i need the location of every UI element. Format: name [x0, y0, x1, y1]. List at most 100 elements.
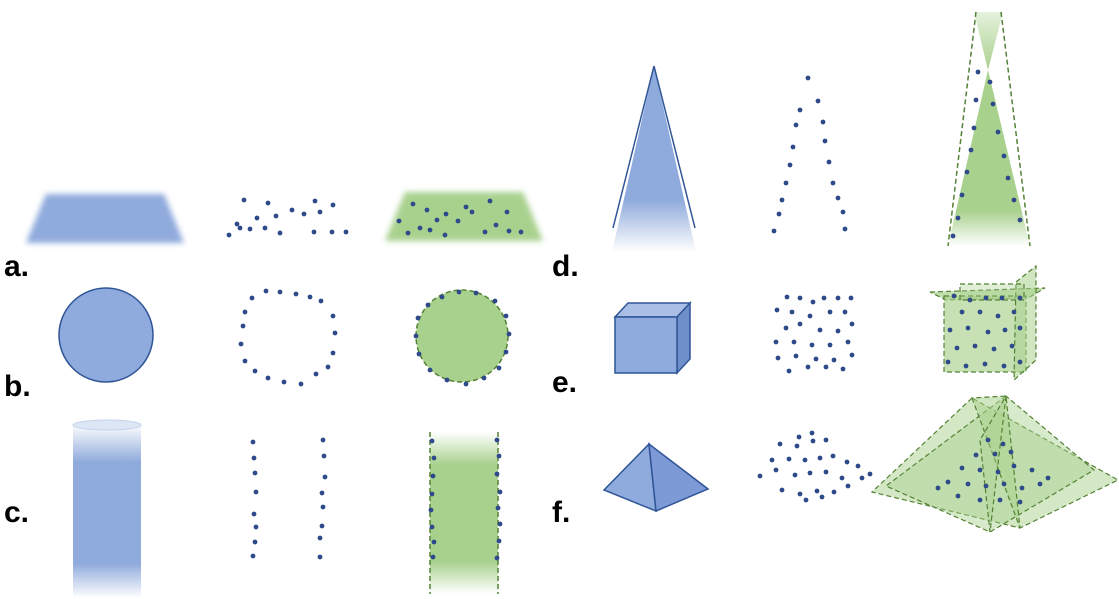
sample-point [442, 232, 448, 238]
sample-point [506, 228, 512, 234]
sample-point [1017, 217, 1023, 223]
sample-point [1029, 467, 1035, 473]
sample-point [311, 229, 317, 235]
sample-point [343, 229, 349, 235]
panel-d-fit [947, 11, 1031, 247]
sample-point [821, 295, 827, 301]
sample-point [493, 222, 499, 228]
sample-point [429, 524, 435, 530]
sample-point [439, 294, 445, 300]
sample-point [999, 295, 1005, 301]
sample-point [965, 325, 971, 331]
sample-point [983, 483, 989, 489]
sample-point [867, 471, 873, 477]
panel-d-fit-points [950, 69, 1023, 239]
sample-point [977, 497, 983, 503]
sample-point [262, 225, 268, 231]
panel-a-fit [385, 192, 543, 241]
sample-point [987, 79, 993, 85]
sample-point [972, 343, 978, 349]
sample-point [771, 228, 777, 234]
sample-point [814, 488, 820, 494]
sample-point [277, 230, 283, 236]
sample-point [955, 215, 961, 221]
sample-point [794, 443, 800, 449]
sample-point [425, 302, 431, 308]
sample-point [831, 489, 837, 495]
sample-point [789, 309, 795, 315]
sample-point [973, 97, 979, 103]
sample-point [826, 159, 832, 165]
sample-point [815, 98, 821, 104]
sample-point [431, 539, 437, 545]
sample-point [807, 470, 813, 476]
panel-b-shape [58, 287, 154, 383]
sample-point [249, 295, 255, 301]
sample-point [997, 497, 1003, 503]
sample-point [945, 479, 951, 485]
sample-point [779, 197, 785, 203]
sample-point [431, 455, 437, 461]
sample-point [506, 331, 512, 337]
sample-point [1017, 295, 1023, 301]
sample-point [487, 198, 493, 204]
sample-point [779, 487, 785, 493]
panel-d-points [771, 75, 848, 234]
sample-point [820, 119, 826, 125]
sample-point [995, 129, 1001, 135]
panel-c-points [250, 437, 328, 560]
panel-c-fit-points [428, 437, 503, 561]
sample-point [456, 289, 462, 295]
sample-point [251, 455, 257, 461]
sample-point [985, 437, 991, 443]
sample-point [787, 162, 793, 168]
sample-point [313, 371, 319, 377]
sample-point [990, 101, 996, 107]
sample-point [1001, 481, 1007, 487]
sample-point [835, 295, 841, 301]
sample-point [496, 538, 502, 544]
sample-point [494, 555, 500, 561]
sample-point [329, 229, 335, 235]
sample-point [289, 207, 295, 213]
sample-point [817, 455, 823, 461]
sample-point [1037, 481, 1043, 487]
sample-point [253, 489, 259, 495]
panel-b-fit-points [413, 289, 512, 387]
sample-point [254, 215, 260, 221]
sample-point [237, 225, 243, 231]
label-b: b. [4, 370, 31, 403]
sample-point [415, 315, 421, 321]
sample-point [830, 453, 836, 459]
sample-point [827, 309, 833, 315]
sample-point [518, 229, 524, 235]
sample-point [226, 232, 232, 238]
sample-point [1011, 197, 1017, 203]
sample-point [427, 367, 433, 373]
sample-point [1008, 449, 1014, 455]
sample-point [250, 553, 256, 559]
sample-point [769, 457, 775, 463]
sample-point [241, 197, 247, 203]
sample-point [809, 342, 815, 348]
sample-point [991, 346, 997, 352]
sample-point [995, 313, 1001, 319]
sample-point [497, 521, 503, 527]
sample-point [797, 107, 803, 113]
sample-point [849, 321, 855, 327]
sample-point [786, 368, 792, 374]
sample-point [792, 472, 798, 478]
panel-e-fit [929, 264, 1046, 382]
sample-point [504, 209, 510, 215]
sample-point [494, 471, 500, 477]
sample-point [482, 229, 488, 235]
sample-point [827, 342, 833, 348]
sample-point [242, 358, 248, 364]
sample-point [307, 294, 313, 300]
sample-point [813, 356, 819, 362]
sample-point [803, 497, 809, 503]
sample-point [234, 221, 240, 227]
sample-point [417, 225, 423, 231]
sample-point [842, 309, 848, 315]
sample-point [265, 200, 271, 206]
